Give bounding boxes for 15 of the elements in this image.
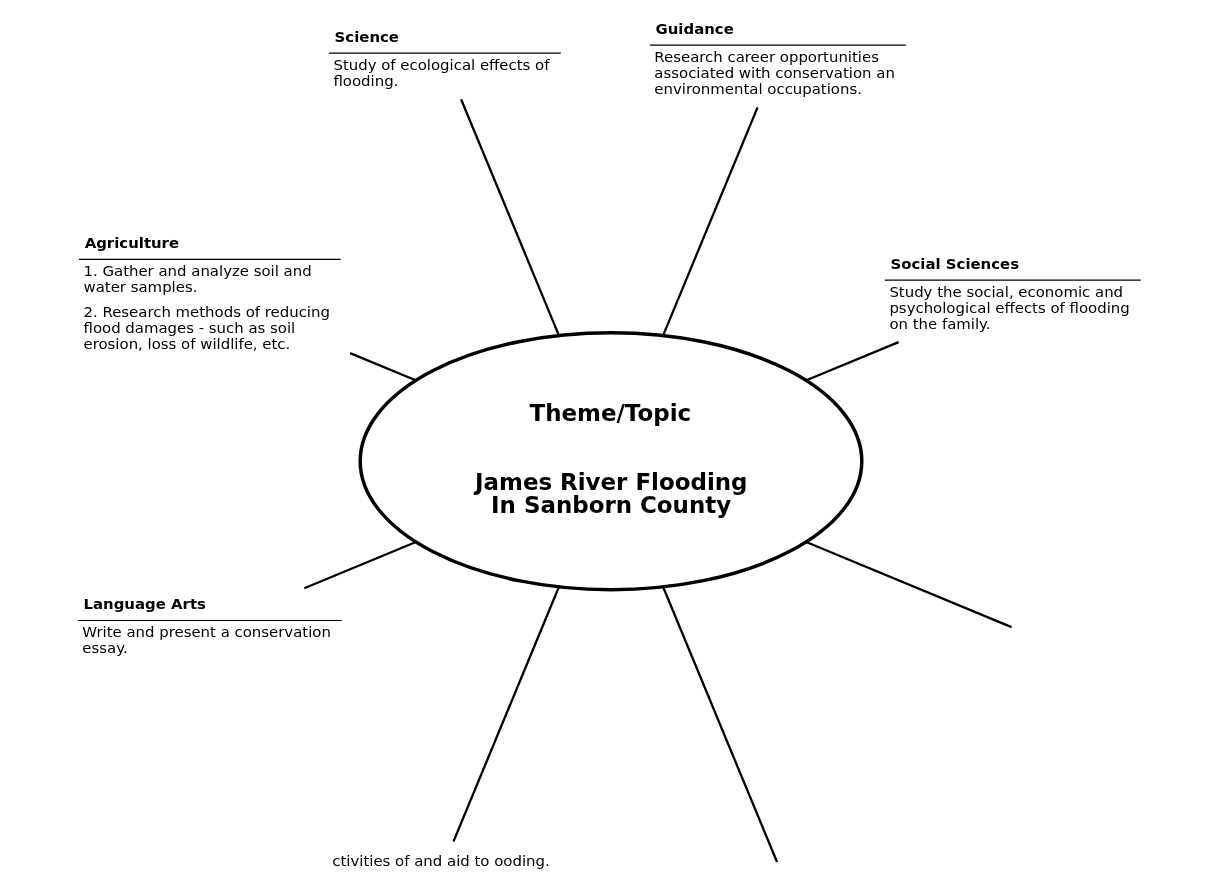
connector — [451, 586, 560, 842]
connector — [303, 540, 416, 590]
connector — [661, 106, 759, 336]
node-text: Language Arts Write and present a conservation essay. — [81, 595, 331, 658]
connector — [661, 586, 778, 863]
node-ellipse: Theme/Topic James River Flooding In Sanborn County — [357, 330, 864, 592]
connector — [349, 352, 416, 382]
connector — [459, 98, 560, 336]
node-text: ctivities of and aid to ooding. — [331, 852, 550, 871]
node-text: Agriculture 1. Gather and analyze soil and water samples. 2. Research methods of reducing flood damages - such as soil erosion, loss of wildlife, etc. — [83, 234, 330, 354]
connector — [805, 540, 1012, 629]
connector — [805, 341, 899, 382]
node-text: Science Study of ecological effects of flooding. — [332, 28, 549, 90]
node-text: Guidance Research career opportunities associated with conservation an environmental occupations. — [653, 20, 895, 98]
node-text: Social Sciences Study the social, economic and psychological effects of flooding on the family. — [888, 255, 1130, 333]
